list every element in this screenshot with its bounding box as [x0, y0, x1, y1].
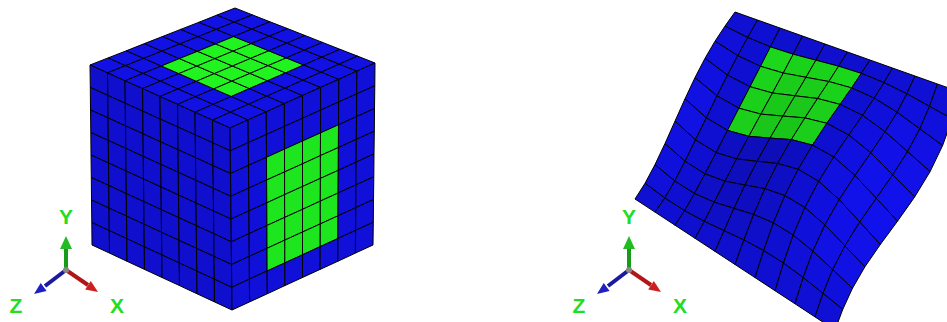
- mesh-element: [303, 247, 321, 278]
- x-arrowhead: [648, 281, 661, 292]
- z-axis-label: Z: [573, 295, 586, 316]
- axis-triad: [597, 236, 661, 294]
- y-arrowhead: [60, 236, 72, 249]
- x-axis: [629, 270, 651, 285]
- x-axis: [66, 270, 88, 285]
- axis-triad: [34, 236, 98, 294]
- mesh-element: [355, 222, 373, 253]
- mesh-element: [338, 230, 356, 261]
- y-axis: [64, 246, 68, 270]
- z-axis: [608, 270, 629, 286]
- mesh-element: [249, 271, 267, 302]
- y-axis-label: Y: [59, 206, 73, 227]
- mesh-element: [162, 255, 180, 286]
- mesh-element: [267, 263, 285, 294]
- z-axis: [45, 270, 66, 286]
- y-axis: [627, 246, 631, 270]
- z-arrowhead: [597, 283, 610, 294]
- mesh-element: [92, 223, 110, 254]
- mesh-element: [197, 271, 215, 302]
- deformed-mesh: [635, 12, 947, 322]
- mesh-element: [109, 231, 127, 262]
- mesh-element: [320, 239, 338, 270]
- axis-origin: [63, 267, 69, 273]
- mesh-element: [179, 263, 197, 294]
- z-arrowhead: [34, 283, 47, 294]
- mesh-element: [285, 255, 303, 286]
- mesh-element: [815, 293, 843, 322]
- mesh-element: [144, 247, 162, 278]
- x-axis-label: X: [673, 295, 687, 316]
- axis-origin: [626, 267, 632, 273]
- undeformed-mesh: [90, 8, 375, 310]
- z-axis-label: Z: [10, 295, 23, 316]
- mesh-element: [232, 279, 250, 310]
- x-arrowhead: [85, 281, 98, 292]
- mesh-element: [127, 239, 145, 270]
- y-axis-label: Y: [622, 206, 636, 227]
- x-axis-label: X: [110, 295, 124, 316]
- mesh-element: [214, 279, 232, 310]
- y-arrowhead: [623, 236, 635, 249]
